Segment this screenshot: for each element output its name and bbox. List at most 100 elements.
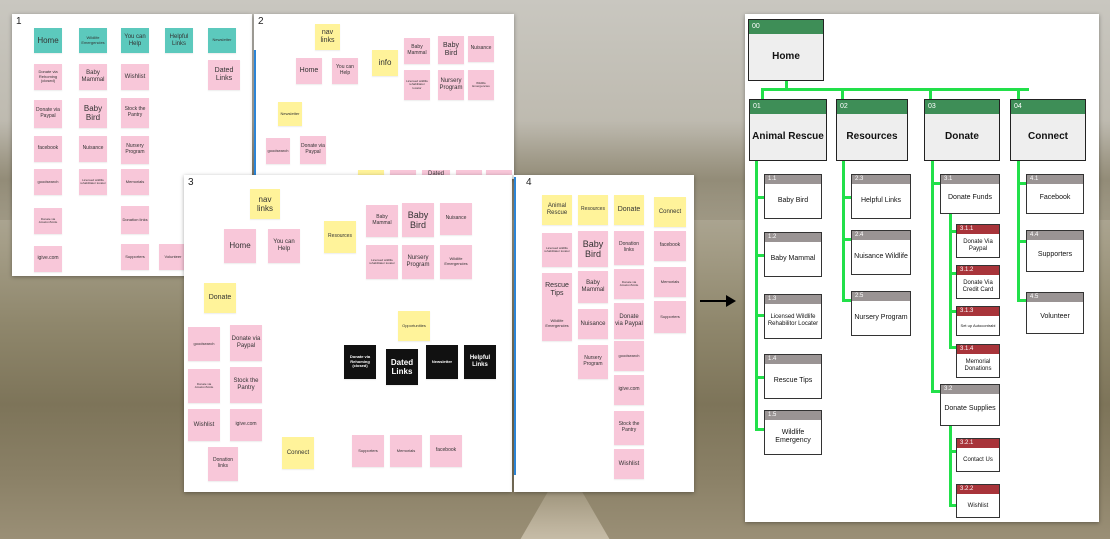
node-label: Licensed Wildlife Rehabilitor Locater	[767, 314, 819, 327]
note-wildlife-emergencies: Wildlife Emergencies	[542, 307, 572, 341]
connector	[842, 238, 852, 241]
note-donate: Donate	[204, 283, 236, 313]
sitemap-node-baby-bird[interactable]: 1.1 Baby Bird	[764, 174, 822, 219]
note-wildlife-emergencies: Wildlife Emergencies	[468, 70, 494, 100]
connector	[929, 88, 932, 100]
note-facebook: facebook	[654, 231, 686, 261]
sitemap-node-facebook[interactable]: 4.1 Facebook	[1026, 174, 1084, 214]
sitemap-node-donate[interactable]: 03 Donate	[924, 99, 1000, 161]
node-label: Donate Via Credit Card	[962, 280, 994, 293]
node-label: Nursery Program	[854, 313, 908, 321]
sitemap-node-donate-via-paypal[interactable]: 3.1.1 Donate Via Paypal	[956, 224, 1000, 258]
note-baby-mammal: Baby Mammal	[366, 205, 398, 237]
node-label: Set up Autocontrabi	[960, 322, 996, 328]
node-number: 01	[750, 100, 826, 114]
board-number: 4	[526, 177, 532, 188]
connector	[785, 80, 788, 90]
connector	[761, 88, 1029, 91]
connector	[755, 196, 765, 199]
connector	[949, 214, 952, 348]
board-number: 1	[16, 16, 22, 27]
sitemap-node-connect[interactable]: 04 Connect	[1010, 99, 1086, 161]
note-wishlist: Wishlist	[614, 449, 644, 479]
note-helpful-links: Helpful Links	[165, 28, 193, 53]
node-number: 3.1.4	[957, 345, 999, 354]
node-label: Memorial Donations	[964, 359, 992, 372]
connector	[841, 88, 844, 100]
note-you-can-help: You can Help	[121, 28, 149, 53]
note-dated: Dated	[422, 170, 450, 179]
sitemap-node-volunteer[interactable]: 4.5 Volunteer	[1026, 292, 1084, 334]
sitemap-node-set-up-autocontrabi[interactable]: 3.1.3 Set up Autocontrabi	[956, 306, 1000, 336]
note-nursery-program: Nursery Program	[438, 70, 464, 100]
note-donate-rehoming: Donate via Rehoming (closed)	[34, 64, 62, 90]
note-rescue-tips: Rescue Tips	[542, 273, 572, 307]
note-newsletter: Newsletter	[426, 345, 458, 379]
node-number: 04	[1011, 100, 1085, 114]
node-number: 3.1	[941, 175, 999, 184]
board-4: 4 Animal Rescue Resources Donate Connect…	[514, 175, 694, 492]
sitemap-node-wildlife-emergency[interactable]: 1.5 Wildlife Emergency	[764, 410, 822, 455]
note-wishlist: Wishlist	[121, 64, 149, 90]
sitemap-node-resources[interactable]: 02 Resources	[836, 99, 908, 161]
sitemap-node-donate-funds[interactable]: 3.1 Donate Funds	[940, 174, 1000, 214]
note-newsletter: Newsletter	[208, 28, 236, 53]
sitemap-node-home[interactable]: 00 Home	[748, 19, 824, 81]
connector	[949, 504, 957, 507]
note-facebook: facebook	[430, 435, 462, 467]
sitemap-node-helpful-links[interactable]: 2.3 Helpful Links	[851, 174, 911, 219]
note-donation-links: Donation links	[121, 206, 149, 234]
connector	[1017, 160, 1020, 302]
sitemap-node-nursery-program[interactable]: 2.5 Nursery Program	[851, 291, 911, 336]
node-number: 1.1	[765, 175, 821, 184]
node-number: 03	[925, 100, 999, 114]
note-donate-amazon: Donate via AmazonSmile	[34, 208, 62, 234]
note-home: Home	[224, 229, 256, 263]
note-yellow-partial	[358, 170, 384, 179]
note-stock-pantry: Stock the Pantry	[614, 411, 644, 445]
note-goodsearch: goodsearch	[614, 341, 644, 371]
node-number: 2.4	[852, 231, 910, 240]
sitemap-node-wishlist[interactable]: 3.2.2 Wishlist	[956, 484, 1000, 518]
node-label: Resources	[837, 114, 907, 160]
sitemap-node-contact-us[interactable]: 3.2.1 Contact Us	[956, 438, 1000, 472]
connector	[1017, 299, 1027, 302]
connector	[761, 88, 764, 100]
sitemap-node-nuisance-wildlife[interactable]: 2.4 Nuisance Wildlife	[851, 230, 911, 275]
sitemap-node-supporters[interactable]: 4.4 Supporters	[1026, 230, 1084, 272]
note-baby-mammal: Baby Mammal	[578, 271, 608, 303]
node-number: 3.2	[941, 385, 999, 394]
sitemap-node-donate-via-credit-card[interactable]: 3.1.2 Donate Via Credit Card	[956, 265, 1000, 299]
note-connect: Connect	[282, 437, 314, 469]
note-nav-links: nav links	[250, 189, 280, 219]
node-label: Helpful Links	[860, 196, 902, 204]
sitemap-node-memorial-donations[interactable]: 3.1.4 Memorial Donations	[956, 344, 1000, 378]
connector	[949, 450, 957, 453]
sitemap-node-licensed-locater[interactable]: 1.3 Licensed Wildlife Rehabilitor Locate…	[764, 294, 822, 339]
connector	[931, 390, 941, 393]
sitemap-node-baby-mammal[interactable]: 1.2 Baby Mammal	[764, 232, 822, 277]
note-goodsearch: goodsearch	[266, 138, 290, 164]
node-label: Baby Mammal	[770, 254, 816, 262]
sitemap-panel: 00 Home 01 Animal Rescue 02 Resources 03…	[745, 14, 1099, 522]
note-licensed: Licensed wildlife rehabilitator locator	[366, 245, 398, 279]
note-donate-paypal: Donate via Paypal	[34, 100, 62, 128]
node-number: 2.3	[852, 175, 910, 184]
note-nuisance: Nuisance	[578, 309, 608, 339]
connector	[842, 299, 852, 302]
sitemap-node-rescue-tips[interactable]: 1.4 Rescue Tips	[764, 354, 822, 399]
node-label: Wildlife Emergency	[775, 428, 811, 444]
note-donate-amazon: Donate via AmazonSmile	[188, 369, 220, 403]
note-facebook: facebook	[34, 136, 62, 162]
note-igive: igive.com	[614, 375, 644, 405]
sitemap-node-donate-supplies[interactable]: 3.2 Donate Supplies	[940, 384, 1000, 426]
connector	[755, 428, 765, 431]
connector	[842, 196, 852, 199]
connector	[949, 272, 957, 275]
note-home: Home	[34, 28, 62, 53]
note-dated-links: Dated Links	[208, 60, 240, 90]
node-number: 4.1	[1027, 175, 1083, 184]
sitemap-node-animal-rescue[interactable]: 01 Animal Rescue	[749, 99, 827, 161]
node-label: Donate Supplies	[944, 405, 996, 413]
note-dated-links: Dated Links	[386, 349, 418, 385]
